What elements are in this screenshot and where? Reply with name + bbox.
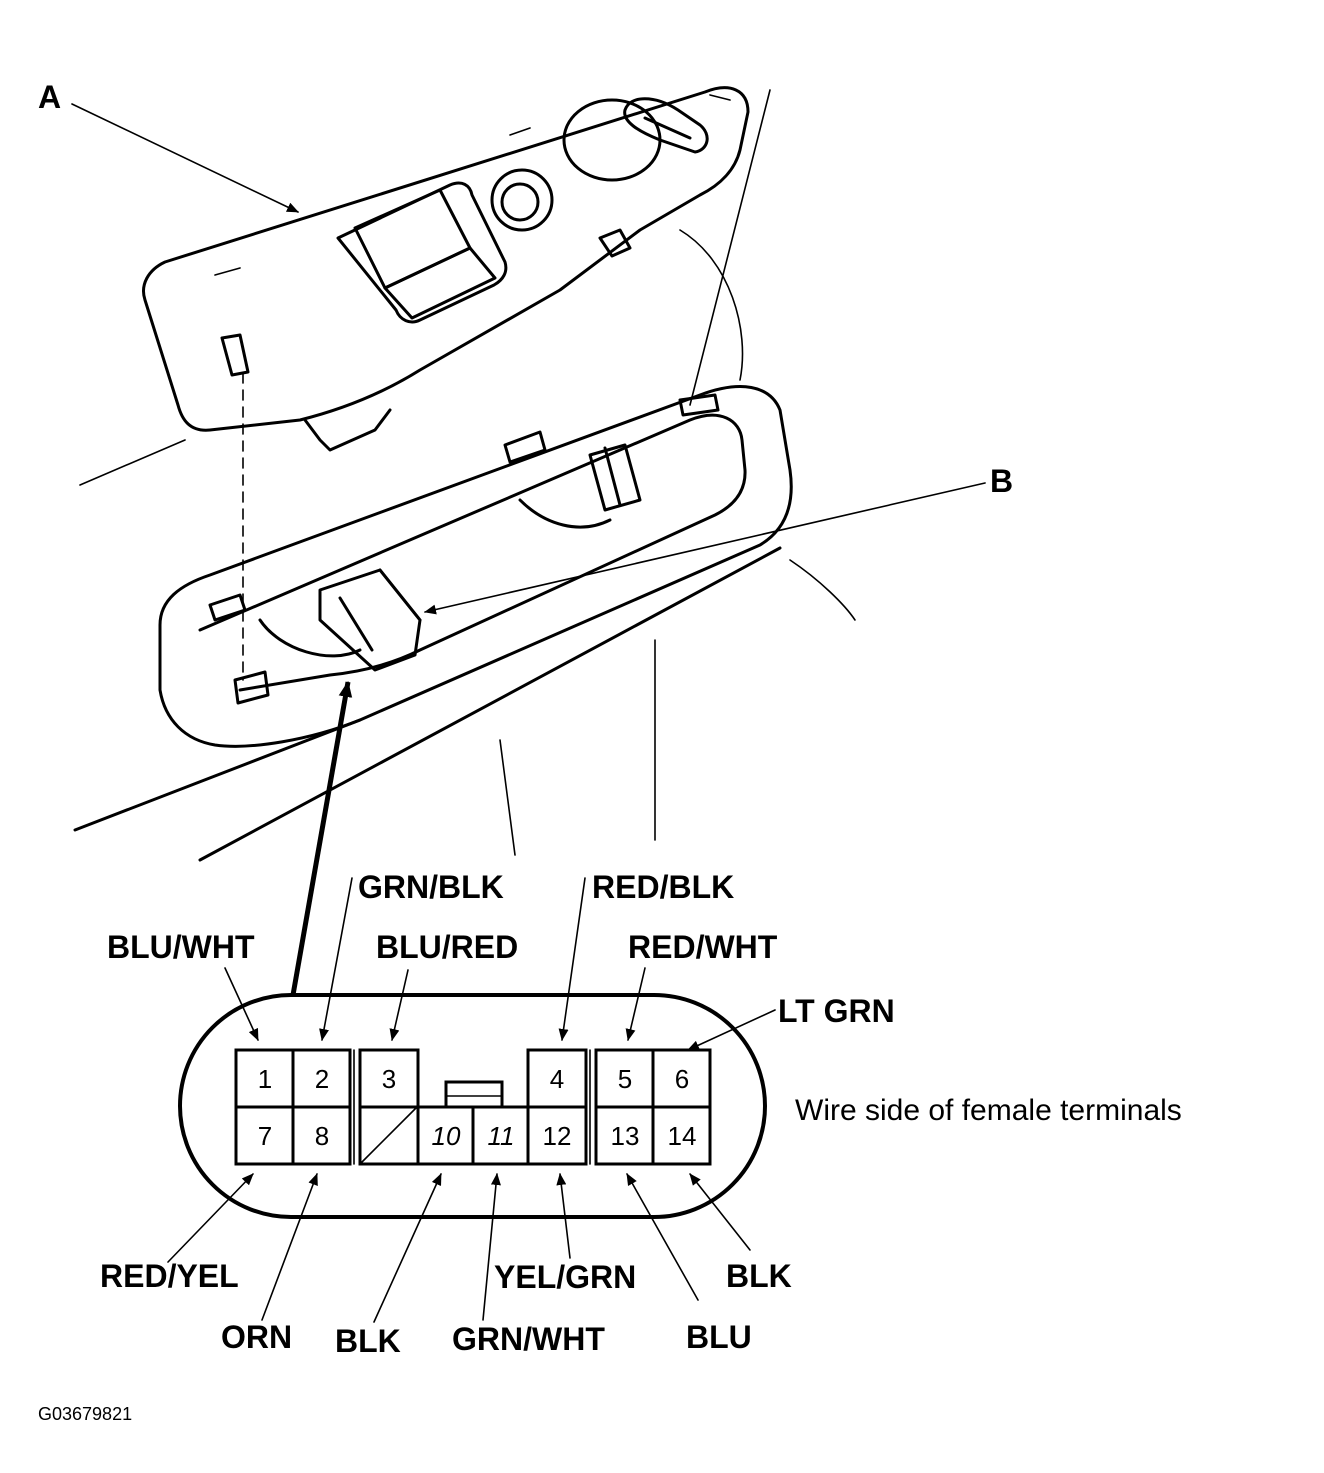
wire-label-pin11: GRN/WHT bbox=[452, 1321, 605, 1357]
connector-face: 1 2 3 4 5 6 7 8 10 11 12 13 14 bbox=[178, 993, 767, 1219]
pin-cell-4 bbox=[526, 1048, 588, 1109]
figure-id: G03679821 bbox=[38, 1404, 132, 1424]
wire-label-pin14: BLK bbox=[726, 1258, 792, 1294]
pin-number-11: 11 bbox=[488, 1121, 515, 1151]
pin-cell-13 bbox=[594, 1105, 655, 1166]
pin-cell-6 bbox=[651, 1048, 712, 1109]
armrest-illustration bbox=[73, 89, 856, 862]
pin-number-3: 3 bbox=[382, 1064, 396, 1094]
wire-label-pin7: RED/YEL bbox=[100, 1258, 239, 1294]
wire-label-pin4: RED/BLK bbox=[592, 869, 734, 905]
wire-label-pin12: YEL/GRN bbox=[494, 1259, 636, 1295]
wire-label-pin2: GRN/BLK bbox=[358, 869, 504, 905]
pin-cell-14 bbox=[651, 1105, 712, 1166]
locking-tab bbox=[444, 1080, 504, 1109]
callout-a: A bbox=[38, 79, 61, 115]
pin-number-12: 12 bbox=[543, 1121, 572, 1151]
pin-number-4: 4 bbox=[550, 1064, 564, 1094]
pin-cell-10 bbox=[416, 1105, 475, 1166]
pin-number-14: 14 bbox=[668, 1121, 697, 1151]
wire-label-pin6: LT GRN bbox=[778, 993, 895, 1029]
callout-b: B bbox=[990, 463, 1013, 499]
pin-cell-12 bbox=[526, 1105, 588, 1166]
pin-cell-8 bbox=[291, 1105, 352, 1166]
wire-label-pin13: BLU bbox=[686, 1319, 752, 1355]
callout-b-leader bbox=[424, 482, 986, 615]
wire-label-pin1: BLU/WHT bbox=[107, 929, 255, 965]
switch-panel-illustration bbox=[142, 86, 750, 452]
pin-number-1: 1 bbox=[258, 1064, 272, 1094]
pin-number-13: 13 bbox=[611, 1121, 640, 1151]
callout-a-leader bbox=[71, 103, 299, 213]
wire-label-pin3: BLU/RED bbox=[376, 929, 518, 965]
pin-number-6: 6 bbox=[675, 1064, 689, 1094]
wire-label-pin5: RED/WHT bbox=[628, 929, 778, 965]
wire-label-pin8: ORN bbox=[221, 1319, 292, 1355]
pin-number-8: 8 bbox=[315, 1121, 329, 1151]
wire-label-pin10: BLK bbox=[335, 1323, 401, 1359]
pin-number-2: 2 bbox=[315, 1064, 329, 1094]
connector-caption: Wire side of female terminals bbox=[795, 1094, 1182, 1127]
pin-number-7: 7 bbox=[258, 1121, 272, 1151]
connector-pointer-arrow bbox=[290, 680, 353, 996]
pin-number-10: 10 bbox=[432, 1121, 461, 1151]
pin-number-5: 5 bbox=[618, 1064, 632, 1094]
